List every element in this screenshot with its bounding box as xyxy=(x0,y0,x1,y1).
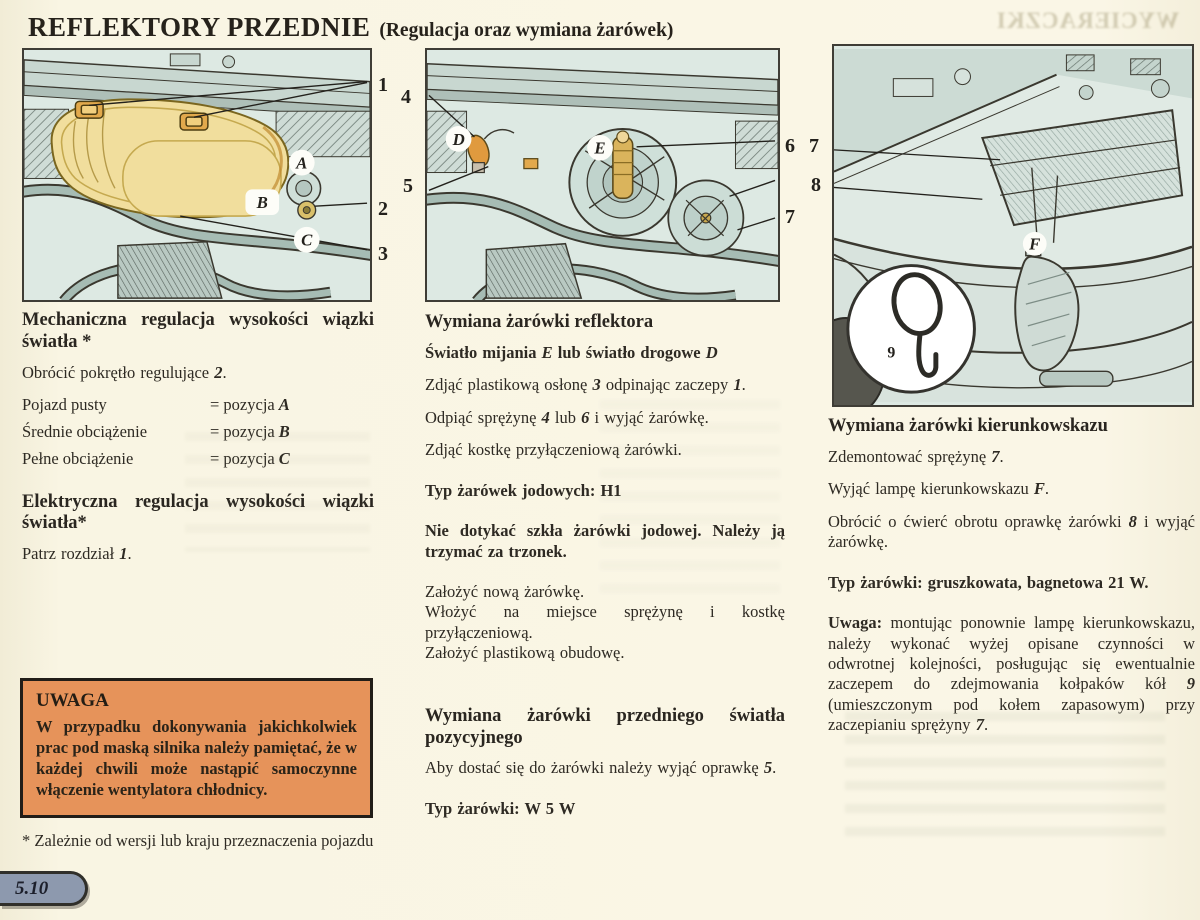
para-remove-spring: Zdemontować sprężynę 7. xyxy=(828,446,1004,466)
table-row: Średnie obciążenie = pozycja B xyxy=(22,422,374,442)
para-install-bulb: Założyć nową żarówkę. xyxy=(425,582,585,601)
fig3-illustration: 9 F xyxy=(834,48,1192,405)
heading-bulb-replacement: Wymiana żarówki reflektora xyxy=(425,312,654,332)
row-letter: A xyxy=(278,395,290,415)
callout-7a: 7 xyxy=(809,135,819,157)
row-eq: = pozycja xyxy=(210,421,275,441)
heading-position-light: Wymiana żarówki przedniego światła pozyc… xyxy=(425,705,785,748)
bulb-E-shape xyxy=(612,136,634,200)
figure-headlight-bulbs: D E xyxy=(425,48,780,302)
fig1-illustration: A B C xyxy=(24,51,370,300)
heading-indicator: Wymiana żarówki kierunkowskazu xyxy=(828,416,1108,436)
bleed-through-text-block xyxy=(845,712,1165,840)
turn-signal-lamp xyxy=(1014,255,1080,372)
callout-3: 3 xyxy=(378,243,388,265)
para-remove-connector: Zdjąć kostkę przyłączeniową żarówki. xyxy=(425,440,682,460)
warning-text: W przypadku dokonywania jakichkolwiek pr… xyxy=(36,717,357,799)
callout-1: 1 xyxy=(378,74,388,96)
label-E: E xyxy=(593,139,605,158)
table-row: Pojazd pusty = pozycja A xyxy=(22,395,374,415)
row-eq: = pozycja xyxy=(210,448,275,468)
hubcap-hook-tool xyxy=(891,272,943,336)
page-subtitle: (Regulacja oraz wymiana żarówek) xyxy=(379,20,674,41)
figure-headlight-cover: A B C xyxy=(22,48,372,302)
callout-9: 9 xyxy=(887,345,895,362)
heading-electric-adjustment: Elektryczna regulacja wysokości wiązki ś… xyxy=(22,491,374,534)
bulb-type-h1: Typ żarówek jodowych: H1 xyxy=(425,480,622,500)
headlight-lens xyxy=(980,109,1184,227)
leader-lines xyxy=(89,80,368,251)
page-number-badge: 5.10 xyxy=(0,871,88,906)
heading-mechanical-adjustment: Mechaniczna regulacja wysokości wiązki ś… xyxy=(22,310,374,352)
label-F: F xyxy=(1028,235,1040,254)
fig2-illustration: D E xyxy=(427,51,778,300)
bleed-through-text-block xyxy=(185,432,370,552)
page-number: 5.10 xyxy=(15,877,49,899)
callout-4: 4 xyxy=(401,86,411,108)
callout-2: 2 xyxy=(378,198,388,220)
bleed-through-title: WYCIERACZKI xyxy=(995,8,1180,33)
row-letter: B xyxy=(278,421,290,441)
page-title: REFLEKTORY PRZEDNIE xyxy=(28,12,371,42)
para-quarter-turn: Obrócić o ćwierć obrotu oprawkę żarówki … xyxy=(828,511,1195,552)
subheading-beams: Światło mijania E lub światło drogowe D xyxy=(425,342,718,362)
callout-6: 6 xyxy=(785,135,795,157)
column-bulb-replacement: Wymiana żarówki reflektora Światło mijan… xyxy=(425,312,785,831)
column-mechanical-adjustment: Mechaniczna regulacja wysokości wiązki ś… xyxy=(22,310,374,577)
bulb-type-w5w: Typ żarówki: W 5 W xyxy=(425,798,576,818)
para-refit-cover: Założyć plastikową obudowę. xyxy=(425,643,625,663)
bulb-type-bayonet: Typ żarówki: gruszkowata, bagnetowa 21 W… xyxy=(828,572,1149,592)
row-label: Pojazd pusty xyxy=(22,395,107,415)
row-label: Pełne obciążenie xyxy=(22,448,134,468)
warning-dont-touch-glass: Nie dotykać szkła żarówki jodowej. Należ… xyxy=(425,521,785,561)
para-remove-lamp: Wyjąć lampę kierunkowskazu F. xyxy=(828,479,1050,499)
label-A: A xyxy=(295,154,307,173)
para-turn-knob: Obrócić pokrętło regulujące 2. xyxy=(22,362,227,382)
table-row: Pełne obciążenie = pozycja C xyxy=(22,449,374,469)
footnote: * Zależnie od wersji lub kraju przeznacz… xyxy=(22,831,374,850)
bleed-through-text-block xyxy=(600,400,780,600)
para-unhook-spring: Odpiąć sprężynę 4 lub 6 i wyjąć żarówkę. xyxy=(425,407,709,427)
cover-clips xyxy=(74,100,209,131)
row-letter: C xyxy=(278,448,290,468)
para-remove-socket: Aby dostać się do żarówki należy wyjąć o… xyxy=(425,758,777,778)
para-see-chapter: Patrz rozdział 1. xyxy=(22,544,132,564)
figure-turn-signal: 9 F xyxy=(832,44,1194,407)
warning-title: UWAGA xyxy=(36,690,109,711)
callout-7b: 7 xyxy=(785,206,795,228)
callout-8: 8 xyxy=(811,174,821,196)
leader-lines xyxy=(834,149,1001,200)
para-refit-spring: Włożyć na miejsce sprężynę i kostkę przy… xyxy=(425,602,785,642)
label-D: D xyxy=(452,130,465,149)
para-remove-cover: Zdjąć plastikową osłonę 3 odpinając zacz… xyxy=(425,375,746,395)
column-indicator-replacement: Wymiana żarówki kierunkowskazu Zdemontow… xyxy=(828,416,1195,748)
warning-box: UWAGA W przypadku dokonywania jakichkolw… xyxy=(20,678,373,818)
label-C: C xyxy=(301,231,313,250)
row-eq: = pozycja xyxy=(210,395,275,415)
row-label: Średnie obciążenie xyxy=(22,421,148,441)
callout-5: 5 xyxy=(403,175,413,197)
page-header: REFLEKTORY PRZEDNIE (Regulacja oraz wymi… xyxy=(28,12,673,43)
label-B: B xyxy=(256,193,268,212)
note-reassembly: Uwaga: montując ponownie lampę kierunkow… xyxy=(828,613,1195,734)
